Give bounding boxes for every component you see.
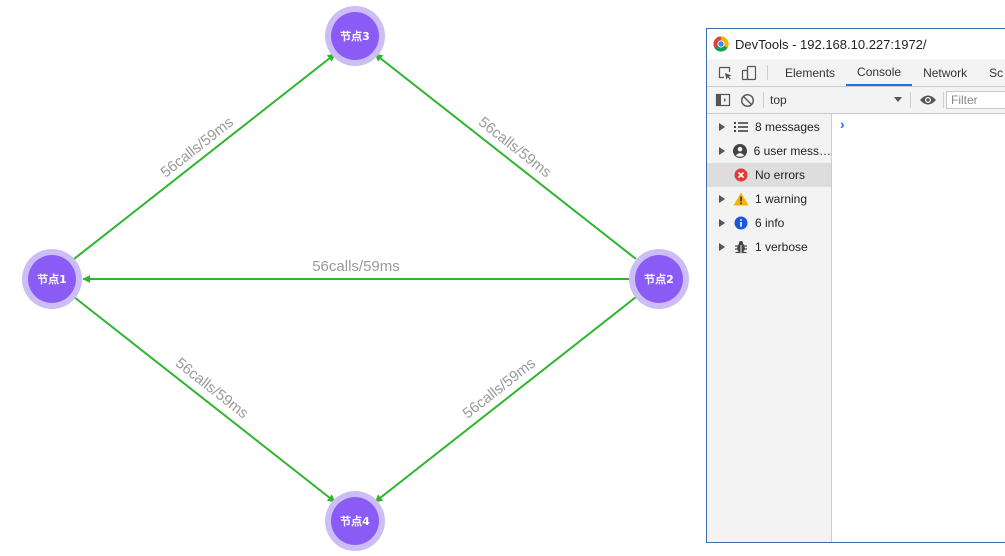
tab-console[interactable]: Console	[846, 59, 913, 86]
edge-line	[73, 296, 336, 503]
graph-node-1[interactable]: 节点1	[22, 249, 82, 309]
sidebar-item-user-messages[interactable]: 6 user mess…	[707, 139, 831, 163]
filter-input[interactable]	[946, 91, 1005, 109]
devtools-window: DevTools - 192.168.10.227:1972/ Elements…	[706, 28, 1005, 543]
node-label: 节点2	[644, 272, 674, 286]
graph-edge-1-3	[73, 53, 336, 260]
node-label: 节点3	[340, 29, 370, 43]
context-value: top	[770, 93, 787, 107]
graph-edge-1-4	[73, 296, 336, 503]
error-icon	[733, 167, 749, 183]
user-icon	[732, 143, 747, 159]
tab-network[interactable]: Network	[923, 65, 968, 80]
toolbar-divider	[767, 65, 768, 80]
clear-console-icon[interactable]	[735, 89, 759, 111]
edge-label: 56calls/59ms	[475, 114, 554, 181]
console-output[interactable]: ›	[832, 114, 1005, 542]
sidebar-item-label: 1 warning	[755, 192, 808, 206]
sidebar-item-label: No errors	[755, 168, 806, 182]
sidebar-item-label: 1 verbose	[755, 240, 808, 254]
edge-line	[374, 296, 637, 503]
devtools-titlebar[interactable]: DevTools - 192.168.10.227:1972/	[707, 29, 1005, 59]
inspect-element-icon[interactable]	[713, 59, 737, 86]
context-selector[interactable]: top	[768, 90, 906, 110]
show-sidebar-icon[interactable]	[711, 89, 735, 111]
info-icon	[733, 215, 749, 231]
sidebar-item-label: 8 messages	[755, 120, 820, 134]
sidebar-item-label: 6 info	[755, 216, 785, 230]
expand-arrow-icon[interactable]	[715, 195, 729, 203]
sidebar-item-errors[interactable]: No errors	[707, 163, 831, 187]
console-body: 8 messages 6 user mess…	[707, 114, 1005, 542]
toolbar-divider	[763, 92, 764, 108]
edge-label: 56calls/59ms	[172, 355, 251, 422]
console-toolbar: top	[707, 87, 1005, 114]
dropdown-arrow-icon	[894, 97, 902, 103]
expand-arrow-icon[interactable]	[715, 219, 729, 227]
console-prompt-icon[interactable]: ›	[840, 116, 845, 132]
bug-icon	[733, 239, 749, 255]
chrome-logo-icon	[713, 36, 729, 52]
expand-arrow-icon[interactable]	[715, 243, 729, 251]
edge-label: 56calls/59ms	[460, 355, 539, 422]
toolbar-divider	[943, 92, 944, 108]
expand-arrow-icon[interactable]	[715, 123, 729, 131]
graph-node-4[interactable]: 节点4	[325, 491, 385, 551]
edge-line	[374, 53, 637, 260]
graph-edge-2-4	[374, 296, 637, 503]
node-label: 节点1	[37, 272, 67, 286]
node-label: 节点4	[340, 514, 370, 528]
sidebar-item-verbose[interactable]: 1 verbose	[707, 235, 831, 259]
edge-label: 56calls/59ms	[312, 258, 400, 275]
edge-label: 56calls/59ms	[158, 114, 237, 181]
graph-node-3[interactable]: 节点3	[325, 6, 385, 66]
toolbar-divider	[910, 92, 911, 108]
sidebar-item-label: 6 user mess…	[753, 144, 831, 158]
list-icon	[733, 119, 749, 135]
call-graph: 56calls/59ms 56calls/59ms 56calls/59ms 5…	[22, 6, 689, 551]
tab-elements[interactable]: Elements	[785, 65, 836, 80]
graph-node-2[interactable]: 节点2	[629, 249, 689, 309]
sidebar-item-info[interactable]: 6 info	[707, 211, 831, 235]
edge-line	[73, 53, 336, 260]
devtools-tab-bar: Elements Console Network Sc	[707, 59, 1005, 87]
expand-arrow-icon[interactable]	[715, 147, 728, 155]
devtools-title: DevTools - 192.168.10.227:1972/	[735, 36, 927, 52]
sidebar-item-warnings[interactable]: 1 warning	[707, 187, 831, 211]
device-toolbar-icon[interactable]	[737, 59, 761, 86]
live-expression-eye-icon[interactable]	[915, 89, 941, 111]
graph-edge-2-3	[374, 53, 637, 260]
warning-icon	[733, 191, 749, 207]
tab-sources[interactable]: Sc	[989, 65, 1004, 80]
console-sidebar: 8 messages 6 user mess…	[707, 114, 832, 542]
sidebar-item-messages[interactable]: 8 messages	[707, 115, 831, 139]
